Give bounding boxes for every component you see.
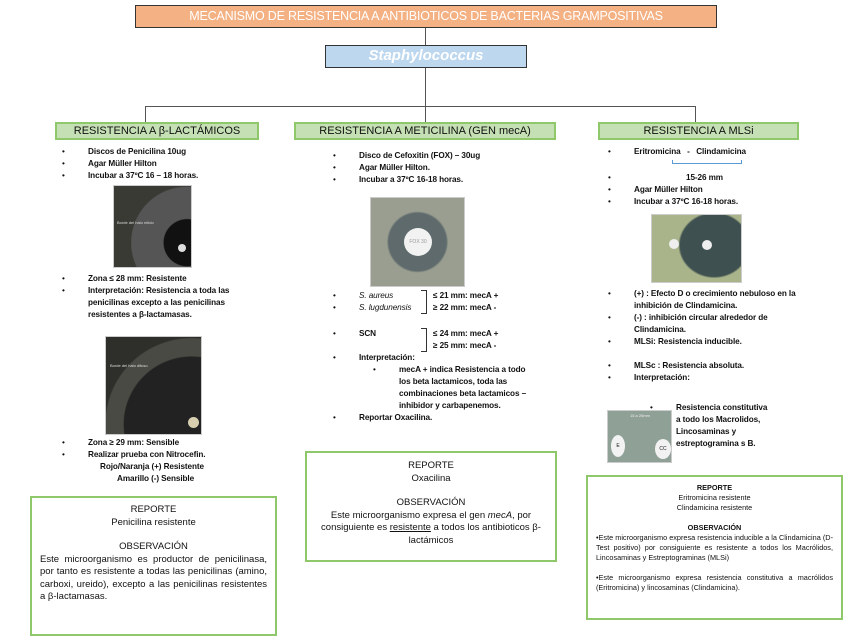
observation-text: •Este microorganismo expresa resistencia… xyxy=(596,573,833,592)
agar-plate-image-sharp: Borde del halo nítido xyxy=(113,185,192,268)
meti-breakpoints: S. aureus S. lugdunensis ≤ 21 mm: mecA +… xyxy=(333,290,563,424)
nitrocefin-result: Rojo/Naranja (+) Resistente xyxy=(100,462,204,471)
observation-title: OBSERVACIÓN xyxy=(687,523,742,532)
observation-text: Este microorganismo es productor de peni… xyxy=(40,553,267,603)
image-caption: Borde del halo difuso xyxy=(110,363,148,368)
beta-list-bottom: Zona ≥ 29 mm: Sensible Realizar prueba c… xyxy=(62,437,282,485)
species-name: S. aureus xyxy=(359,291,394,300)
list-item: Resistencia constitutiva a todo los Macr… xyxy=(650,402,770,450)
beta-list-top: Discos de Penicilina 10ug Agar Müller Hi… xyxy=(62,146,282,182)
mls-list-top: Eritromicina - Clindamicina 15-26 mm Aga… xyxy=(608,146,838,208)
observation-title: OBSERVACIÓN xyxy=(396,497,466,508)
report-value: Oxacilina xyxy=(411,472,451,484)
list-item: Disco de Cefoxitin (FOX) – 30ug xyxy=(333,150,553,162)
list-item: (+) : Efecto D o crecimiento nebuloso en… xyxy=(608,288,808,312)
list-item: Interpretación: Resistencia a toda las p… xyxy=(62,285,267,321)
header-mlsi: RESISTENCIA A MLSi xyxy=(598,122,799,140)
mls-list-mid: (+) : Efecto D o crecimiento nebuloso en… xyxy=(608,288,808,384)
list-item: MLSc : Resistencia absoluta. xyxy=(608,360,808,372)
observation-title: OBSERVACIÓN xyxy=(119,541,188,552)
mls-interpretation: Resistencia constitutiva a todo los Macr… xyxy=(650,402,770,450)
list-item: Incubar a 37ºC 16 – 18 horas. xyxy=(62,170,282,182)
species-scn: SCN xyxy=(333,328,563,340)
list-item: Agar Müller Hilton xyxy=(608,184,838,196)
distance-label: 15 a 26mm xyxy=(630,413,651,418)
distance: 15-26 mm xyxy=(686,173,723,182)
report-box-mls: REPORTE Eritromicina resistente Clindami… xyxy=(586,475,843,620)
report-title: REPORTE xyxy=(130,504,177,515)
image-caption: Borde del halo nítido xyxy=(117,220,154,225)
observation-text: Este microorganismo expresa el gen mecA,… xyxy=(313,510,549,548)
cefoxitin-plate-image: FOX 30 xyxy=(370,197,465,287)
list-item: Zona ≤ 28 mm: Resistente xyxy=(62,273,267,285)
list-item: Reportar Oxacilina. xyxy=(333,412,563,424)
text: a todos los antibioticos β-lactámicos xyxy=(408,522,541,546)
list-item: Zona ≥ 29 mm: Sensible xyxy=(62,437,282,449)
list-item: Interpretación: xyxy=(333,352,563,364)
species-s-lugdunensis: S. lugdunensis xyxy=(333,302,563,314)
connector xyxy=(145,106,146,122)
genus-box: Staphylococcus xyxy=(325,45,527,68)
report-value: Eritromicina resistente xyxy=(678,493,751,502)
list-item: MLSi: Resistencia inducible. xyxy=(608,336,808,348)
erythromycin-disk xyxy=(669,239,679,249)
antibiotic-disk xyxy=(178,244,186,252)
connector xyxy=(145,106,695,107)
text: resistente xyxy=(389,522,431,533)
text: , por consiguiente es xyxy=(321,509,532,534)
nitrocefin-result: Amarillo (-) Sensible xyxy=(117,474,195,483)
agar-plate-image-diffuse: Borde del halo difuso xyxy=(105,336,202,435)
cefoxitin-disk: FOX 30 xyxy=(404,228,432,256)
list-item: Incubar a 37ºC 16-18 horas. xyxy=(608,196,838,208)
species-s-aureus: S. aureus xyxy=(333,290,563,302)
observation-text: •Este microorganismo expresa resistencia… xyxy=(596,533,833,562)
brace xyxy=(672,160,742,164)
constitutive-plate-image: 15 a 26mm E CC xyxy=(607,410,672,463)
list-item: Interpretación: xyxy=(608,372,808,384)
meti-list-top: Disco de Cefoxitin (FOX) – 30ug Agar Mül… xyxy=(333,150,553,186)
report-title: REPORTE xyxy=(408,460,454,471)
list-item: Agar Müller Hilton. xyxy=(333,162,553,174)
connector xyxy=(425,68,426,122)
species-name: S. lugdunensis xyxy=(359,303,412,312)
main-title: MECANISMO DE RESISTENCIA A ANTIBIOTICOS … xyxy=(135,5,717,28)
report-value: Penicilina resistente xyxy=(111,516,196,528)
range: ≥ 22 mm: mecA - xyxy=(433,303,497,312)
list-item: mecA + indica Resistencia a todo los bet… xyxy=(373,364,533,412)
list-item: 15-26 mm xyxy=(608,172,838,184)
list-item: Agar Müller Hilton xyxy=(62,158,282,170)
list-item: Realizar prueba con Nitrocefin. xyxy=(62,449,282,461)
report-box-meti: REPORTE Oxacilina OBSERVACIÓN Este micro… xyxy=(305,451,557,562)
d-test-plate-image xyxy=(651,214,742,283)
range: ≤ 24 mm: mecA + xyxy=(433,329,499,338)
connector xyxy=(695,106,696,122)
report-box-beta: REPORTE Penicilina resistente OBSERVACIÓ… xyxy=(30,496,277,636)
brace xyxy=(421,290,427,314)
disk-cc: CC xyxy=(655,439,671,459)
list-item: (-) : inhibición circular alrededor de C… xyxy=(608,312,808,336)
gene-name: mecA xyxy=(487,509,513,521)
clindamycin-disk xyxy=(702,240,712,250)
list-item: Incubar a 37ºC 16-18 horas. xyxy=(333,174,553,186)
range: ≥ 25 mm: mecA - xyxy=(433,341,497,350)
text: Este microorganismo expresa el gen xyxy=(330,509,488,521)
beta-list-mid: Zona ≤ 28 mm: Resistente Interpretación:… xyxy=(62,273,267,321)
header-beta-lactam: RESISTENCIA A β-LACTÁMICOS xyxy=(55,122,259,140)
antibiotic-disk xyxy=(188,417,199,428)
list-item: Discos de Penicilina 10ug xyxy=(62,146,282,158)
report-title: REPORTE xyxy=(696,483,733,492)
list-item: Eritromicina - Clindamicina xyxy=(608,146,838,158)
header-methicillin: RESISTENCIA A METICILINA (GEN mecA) xyxy=(294,122,556,140)
range: ≤ 21 mm: mecA + xyxy=(433,291,499,300)
disk-e: E xyxy=(611,435,625,457)
connector xyxy=(425,28,426,45)
report-value: Clindamicina resistente xyxy=(676,503,753,512)
brace xyxy=(421,328,427,352)
